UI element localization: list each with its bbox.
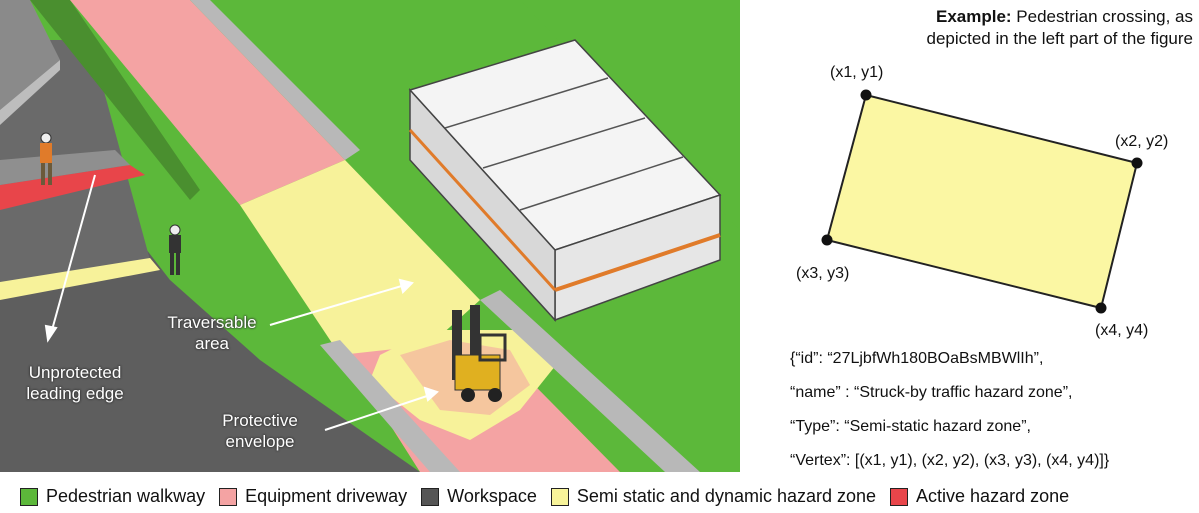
protective-envelope-label: Protective envelope: [222, 411, 298, 451]
vertex-label-4: (x4, y4): [1095, 322, 1149, 339]
traversable-area-label: Traversable area: [167, 313, 257, 353]
legend-swatch-active: [890, 487, 909, 506]
legend-item: Active hazard zone: [890, 486, 1069, 507]
legend-label: Pedestrian walkway: [46, 486, 206, 506]
barrier-top-right: [190, 0, 360, 160]
legend-label: Workspace: [447, 486, 537, 506]
vertex-point: [860, 89, 872, 101]
vertex-label-3: (x3, y3): [796, 265, 850, 282]
vertex-point: [1131, 157, 1143, 169]
legend-item: Workspace: [421, 486, 537, 507]
barrier-bottom-left: [320, 340, 460, 472]
worker-figure: [40, 132, 52, 185]
annotation-arrows: [44, 174, 439, 431]
legend-swatch-driveway: [219, 487, 238, 506]
forklift: [452, 305, 507, 402]
legend-item: Pedestrian walkway: [20, 486, 205, 507]
building-wall: [0, 0, 60, 110]
json-line: “Vertex”: [(x1, y1), (x2, y2), (x3, y3),…: [790, 452, 1110, 469]
legend-label: Semi static and dynamic hazard zone: [576, 486, 877, 506]
legend-label: Active hazard zone: [916, 486, 1070, 506]
vertex-point: [821, 234, 833, 246]
construction-site-scene: [0, 0, 740, 472]
barrier-bottom-right: [480, 290, 700, 472]
workspace-slab: [0, 60, 420, 472]
legend-label: Equipment driveway: [245, 486, 408, 506]
shipping-containers: [408, 39, 722, 322]
legend-item: Equipment driveway: [219, 486, 407, 507]
unprotected-edge-label: Unprotected leading edge: [26, 363, 124, 403]
hazard-zone-polygon: [825, 93, 1139, 310]
pedestrian-crossing-zone: [240, 160, 480, 355]
example-text: Pedestrian crossing, as: [1011, 7, 1193, 26]
walkway-fence-left: [30, 0, 200, 200]
json-line: “name” : “Struck-by traffic hazard zone”…: [790, 384, 1073, 401]
vertex-point: [1095, 302, 1107, 314]
legend: Pedestrian walkway Equipment driveway Wo…: [0, 480, 1199, 513]
worker-figure: [169, 224, 181, 275]
active-hazard-zone: [0, 165, 145, 210]
legend-swatch-semistatic: [550, 487, 569, 506]
legend-item: Semi static and dynamic hazard zone: [550, 486, 877, 507]
legend-swatch-walkway: [20, 487, 38, 506]
leading-edge-strip: [0, 258, 160, 300]
elevated-slab: [0, 150, 130, 185]
legend-swatch-workspace: [421, 487, 440, 506]
vertex-label-2: (x2, y2): [1115, 133, 1169, 150]
example-caption: Example: Pedestrian crossing, as depicte…: [926, 6, 1193, 50]
json-line: {“id”: “27LjbfWh180BOaBsMBWlIh”,: [790, 350, 1044, 367]
json-line: “Type”: “Semi-static hazard zone”,: [790, 418, 1031, 435]
example-caption-line2: depicted in the left part of the figure: [926, 29, 1193, 48]
hazard-polygon-diagram: [821, 89, 1143, 314]
example-panel: Example: Pedestrian crossing, as depicte…: [770, 0, 1199, 472]
vertex-label-1: (x1, y1): [830, 64, 884, 81]
example-prefix: Example:: [935, 7, 1012, 26]
building-railing: [0, 60, 60, 125]
equipment-driveway-top: [70, 0, 345, 205]
hazard-zone-json: {“id”: “27LjbfWh180BOaBsMBWlIh”, “name” …: [790, 342, 1109, 478]
